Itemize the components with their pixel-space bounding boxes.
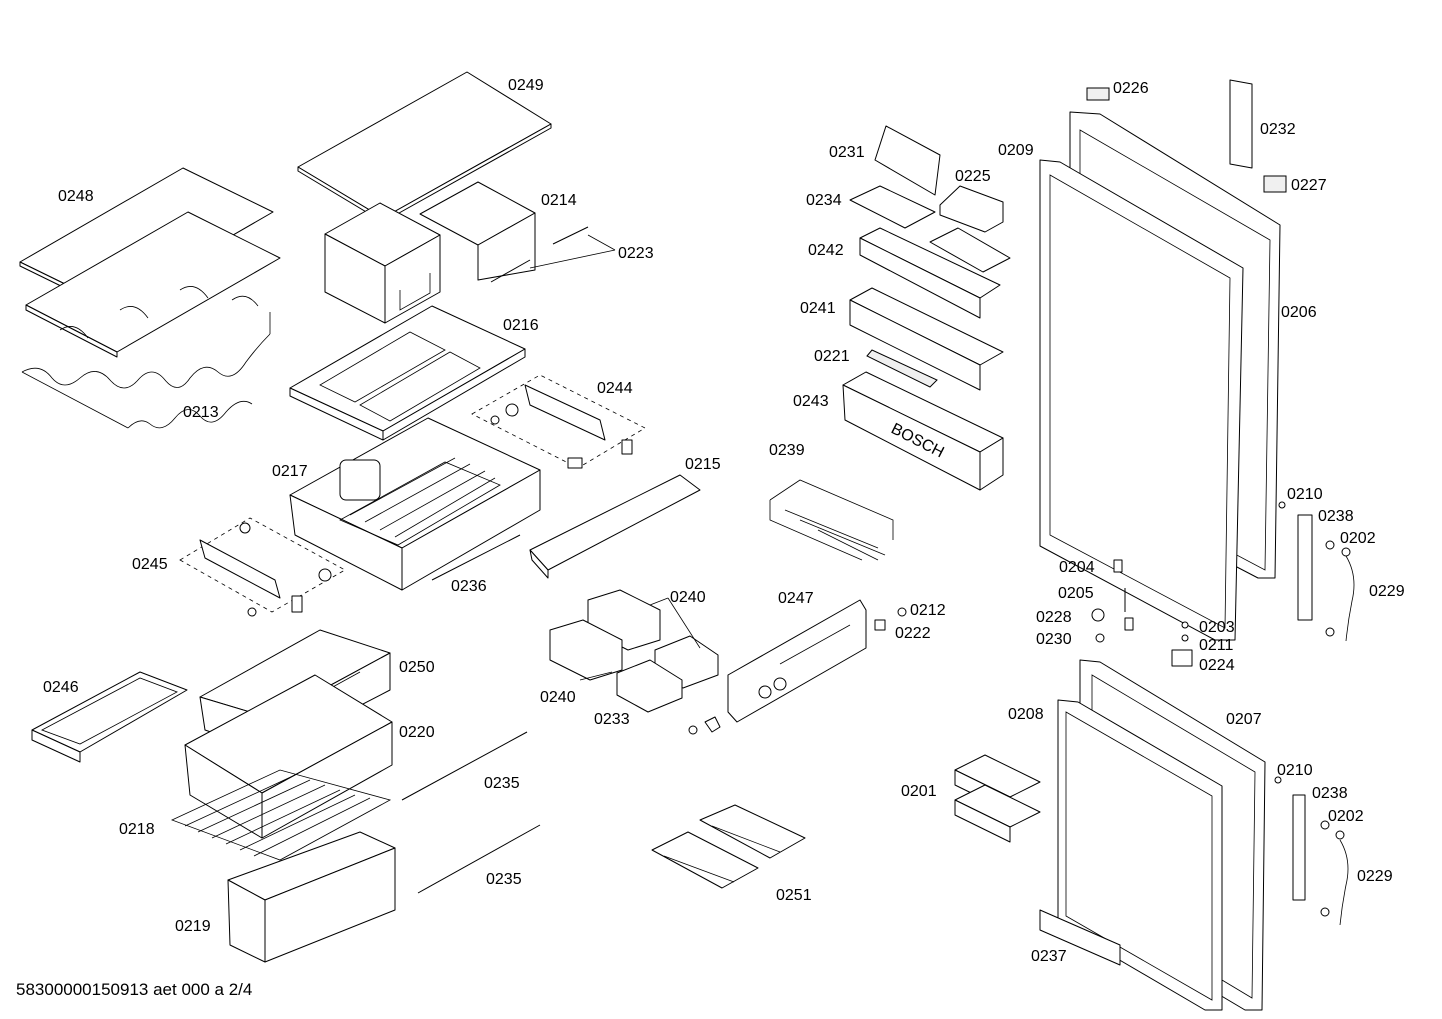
label-0229-upper: 0229 bbox=[1369, 583, 1405, 600]
drawer-0219 bbox=[227, 831, 396, 963]
trim-0215 bbox=[529, 474, 701, 579]
label-0208: 0208 bbox=[1008, 706, 1044, 723]
door-gasket-0209 bbox=[1039, 159, 1244, 641]
label-0215: 0215 bbox=[685, 456, 721, 473]
label-0226: 0226 bbox=[1113, 80, 1149, 97]
label-0246: 0246 bbox=[43, 679, 79, 696]
containers-0240 bbox=[549, 589, 719, 713]
label-0245: 0245 bbox=[132, 556, 168, 573]
label-0236: 0236 bbox=[451, 578, 487, 595]
label-0239: 0239 bbox=[769, 442, 805, 459]
rack-0239 bbox=[769, 479, 894, 561]
part-0226 bbox=[1086, 87, 1110, 101]
label-0228: 0228 bbox=[1036, 609, 1072, 626]
cold-packs-0201 bbox=[954, 754, 1041, 843]
label-0218: 0218 bbox=[119, 821, 155, 838]
label-0216: 0216 bbox=[503, 317, 539, 334]
trim-0237 bbox=[1039, 909, 1121, 966]
label-0205: 0205 bbox=[1058, 585, 1094, 602]
label-0235-upper: 0235 bbox=[484, 775, 520, 792]
label-0206: 0206 bbox=[1281, 304, 1317, 321]
label-0234: 0234 bbox=[806, 192, 842, 209]
label-0237: 0237 bbox=[1031, 948, 1067, 965]
label-0212: 0212 bbox=[910, 602, 946, 619]
label-0233: 0233 bbox=[594, 711, 630, 728]
label-0230: 0230 bbox=[1036, 631, 1072, 648]
label-0232: 0232 bbox=[1260, 121, 1296, 138]
label-0222: 0222 bbox=[895, 625, 931, 642]
label-0221: 0221 bbox=[814, 348, 850, 365]
label-0242: 0242 bbox=[808, 242, 844, 259]
label-0251: 0251 bbox=[776, 887, 812, 904]
document-reference: 58300000150913 aet 000 a 2/4 bbox=[16, 980, 253, 999]
ice-trays-0251 bbox=[651, 804, 806, 889]
label-0213: 0213 bbox=[183, 404, 219, 421]
label-0217: 0217 bbox=[272, 463, 308, 480]
wire-rack-0218 bbox=[170, 769, 392, 861]
hardware-small bbox=[1091, 559, 1193, 667]
cover-0247 bbox=[688, 599, 907, 735]
rods-0223 bbox=[490, 226, 616, 283]
part-labels: 0249 0248 0214 0223 0213 0216 0244 0217 … bbox=[43, 77, 1405, 965]
rod-0236 bbox=[431, 534, 521, 581]
storage-boxes-0214 bbox=[324, 181, 536, 324]
label-0241: 0241 bbox=[800, 300, 836, 317]
label-0219: 0219 bbox=[175, 918, 211, 935]
label-0203: 0203 bbox=[1199, 619, 1235, 636]
hinge-0232 bbox=[1229, 79, 1253, 169]
drawer-0217 bbox=[289, 417, 541, 591]
label-0240-lower: 0240 bbox=[540, 689, 576, 706]
label-0240-upper: 0240 bbox=[670, 589, 706, 606]
label-0247: 0247 bbox=[778, 590, 814, 607]
glass-shelves-0248 bbox=[19, 167, 281, 358]
label-0243: 0243 bbox=[793, 393, 829, 410]
shelf-0216 bbox=[289, 305, 526, 441]
label-0202-upper: 0202 bbox=[1340, 530, 1376, 547]
label-0225: 0225 bbox=[955, 168, 991, 185]
cap-0227 bbox=[1263, 175, 1287, 193]
label-0250: 0250 bbox=[399, 659, 435, 676]
label-0235-lower: 0235 bbox=[486, 871, 522, 888]
label-0209: 0209 bbox=[998, 142, 1034, 159]
label-0210-lower: 0210 bbox=[1277, 762, 1313, 779]
tray-0246 bbox=[31, 671, 188, 763]
door-handles-lower bbox=[1274, 776, 1349, 926]
door-shelves bbox=[842, 125, 1011, 491]
label-0227: 0227 bbox=[1291, 177, 1327, 194]
label-0238-upper: 0238 bbox=[1318, 508, 1354, 525]
label-0248: 0248 bbox=[58, 188, 94, 205]
rod-0235-lower bbox=[417, 824, 541, 894]
fittings-0245 bbox=[179, 517, 346, 617]
bottle-rack-0213 bbox=[21, 286, 271, 429]
label-0224: 0224 bbox=[1199, 657, 1235, 674]
label-0201: 0201 bbox=[901, 783, 937, 800]
label-0229-lower: 0229 bbox=[1357, 868, 1393, 885]
label-0249: 0249 bbox=[508, 77, 544, 94]
fittings-0244 bbox=[471, 374, 646, 469]
drawer-0220 bbox=[184, 674, 393, 839]
rod-0235-upper bbox=[401, 731, 528, 801]
label-0244: 0244 bbox=[597, 380, 633, 397]
label-0238-lower: 0238 bbox=[1312, 785, 1348, 802]
label-0220: 0220 bbox=[399, 724, 435, 741]
glass-shelf-0249 bbox=[297, 71, 552, 223]
label-0204: 0204 bbox=[1059, 559, 1095, 576]
door-handles-upper bbox=[1278, 501, 1355, 642]
label-0214: 0214 bbox=[541, 192, 577, 209]
label-0211: 0211 bbox=[1199, 637, 1234, 654]
label-0210-upper: 0210 bbox=[1287, 486, 1323, 503]
label-0231: 0231 bbox=[829, 144, 865, 161]
label-0207: 0207 bbox=[1226, 711, 1262, 728]
label-0202-lower: 0202 bbox=[1328, 808, 1364, 825]
label-0223: 0223 bbox=[618, 245, 654, 262]
